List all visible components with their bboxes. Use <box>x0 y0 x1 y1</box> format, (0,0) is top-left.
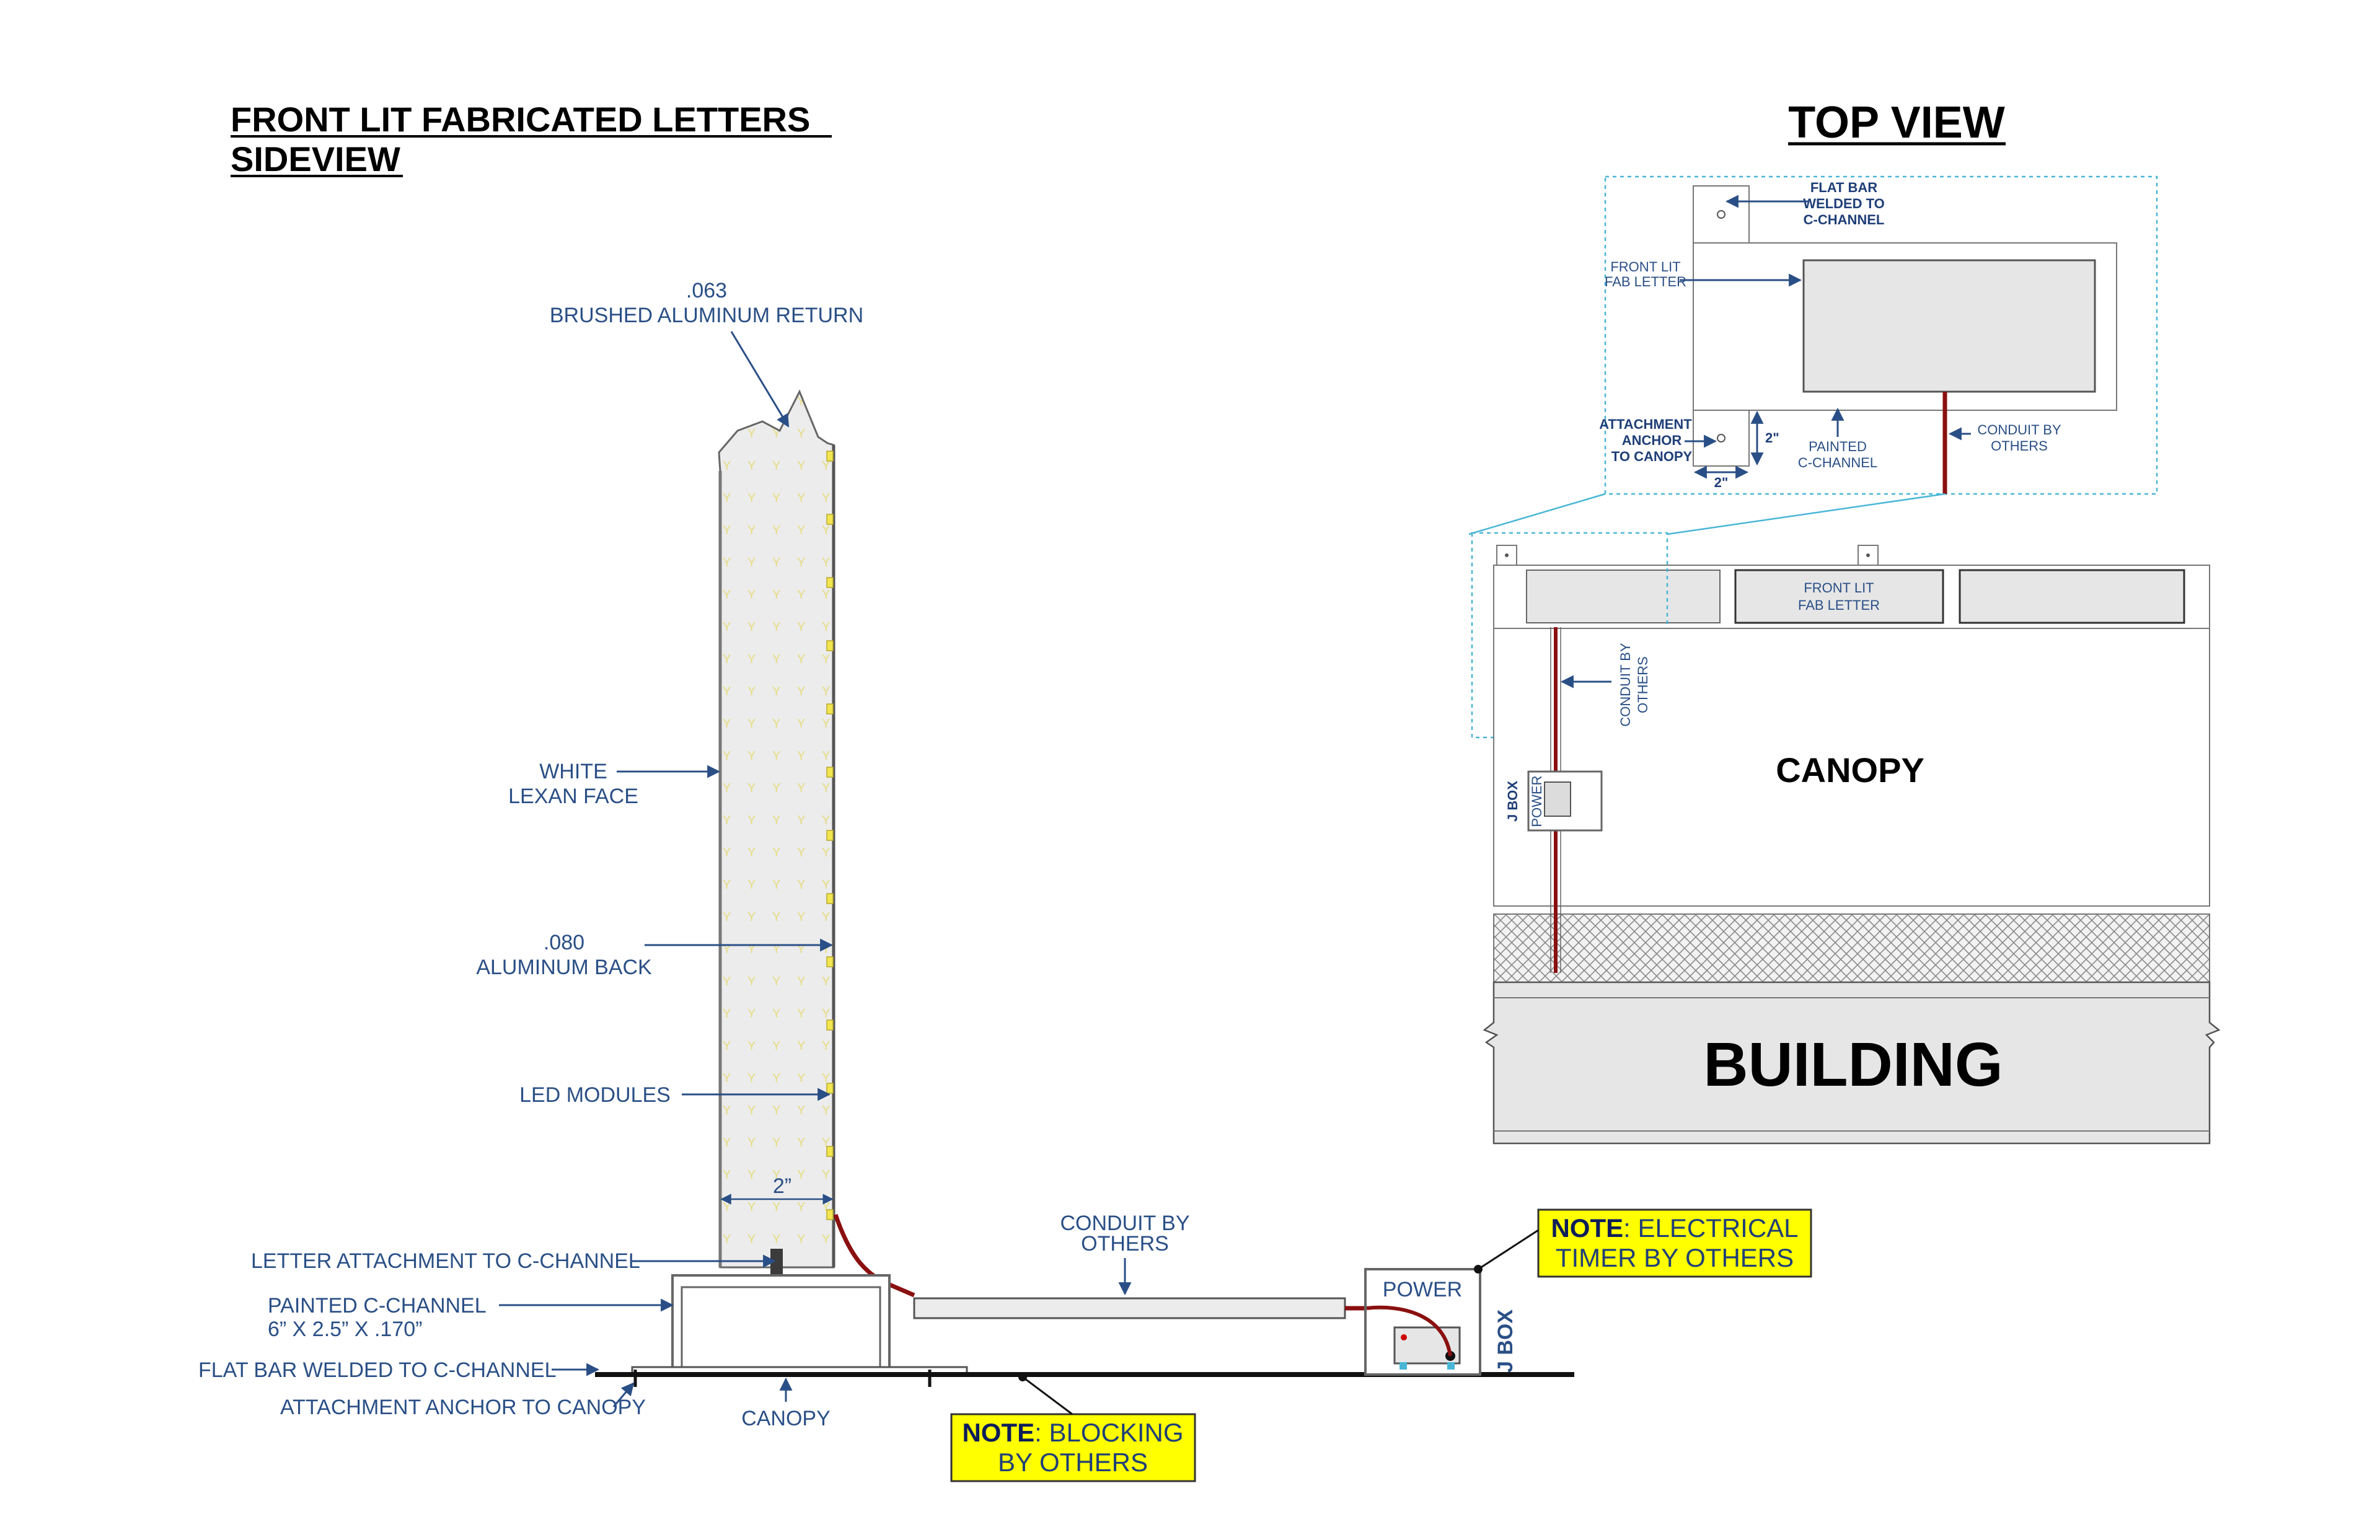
svg-text:NOTE: ELECTRICAL: NOTE: ELECTRICAL <box>1551 1213 1798 1243</box>
detail-painted-1: PAINTED <box>1809 439 1867 454</box>
face-label-2: LEXAN FACE <box>508 785 638 808</box>
detail-conduit-1: CONDUIT BY <box>1977 422 2061 438</box>
side-view-title: FRONT LIT FABRICATED LETTERS SIDEVIEW <box>231 100 832 178</box>
anchor-label: ATTACHMENT ANCHOR TO CANOPY <box>280 1396 646 1419</box>
flatbar-label: FLAT BAR WELDED TO C-CHANNEL <box>198 1358 557 1382</box>
plan-frontlit-1: FRONT LIT <box>1804 580 1874 596</box>
jbox-power-label: POWER <box>1383 1278 1462 1301</box>
side-view-title-line1: FRONT LIT FABRICATED LETTERS <box>231 100 810 139</box>
detail-conduit-2: OTHERS <box>1991 438 2048 454</box>
note-electrical-timer: NOTE: ELECTRICAL TIMER BY OTHERS <box>1474 1208 1812 1278</box>
conduit-pipe <box>913 1297 1346 1319</box>
detail-anchor-3: TO CANOPY <box>1611 449 1693 464</box>
face-label-1: WHITE <box>539 760 607 783</box>
letter-section: 2” <box>718 389 915 1334</box>
note-blocking-bold: NOTE <box>962 1418 1034 1447</box>
plan-conduit-2: OTHERS <box>1635 656 1651 713</box>
conduit-label-1: CONDUIT BY <box>1060 1212 1189 1235</box>
conduit-label-2: OTHERS <box>1081 1232 1169 1256</box>
top-view-title: TOP VIEW <box>1788 98 2004 147</box>
letter-return <box>718 389 835 1269</box>
jbox-label: J BOX <box>1494 1309 1517 1373</box>
jbox-side: POWER J BOX <box>1364 1268 1517 1376</box>
top-view-detail: FLAT BAR WELDED TO C-CHANNEL FRONT LIT F… <box>1599 175 2158 495</box>
side-view-title-line2: SIDEVIEW <box>231 139 400 178</box>
detail-flatbar-1: FLAT BAR <box>1810 180 1877 195</box>
plan-letter-right <box>1959 569 2185 624</box>
detail-painted-2: C-CHANNEL <box>1798 455 1877 470</box>
note-blocking: NOTE: BLOCKING BY OTHERS <box>950 1373 1196 1482</box>
note-blocking-line2: BY OTHERS <box>998 1448 1148 1477</box>
plan-canopy <box>1493 628 2210 907</box>
detail-anchor-2: ANCHOR <box>1622 433 1682 448</box>
depth-dimension: 2” <box>773 1174 791 1198</box>
detail-dim-horizontal: 2" <box>1714 475 1729 490</box>
back-label-1: .080 <box>544 931 584 954</box>
plan-building <box>1483 981 2221 1145</box>
plan-frontlit-2: FAB LETTER <box>1798 597 1880 613</box>
attachment-label: LETTER ATTACHMENT TO C-CHANNEL <box>251 1249 640 1273</box>
cchannel-label-1: PAINTED C-CHANNEL <box>268 1294 487 1318</box>
plan-blocking <box>1493 913 2210 983</box>
plan-jbox-label: J BOX <box>1505 781 1520 822</box>
canopy-side-label: CANOPY <box>741 1407 831 1430</box>
detail-fab-letter <box>1802 259 2096 393</box>
detail-frontlit-2: FAB LETTER <box>1605 274 1686 289</box>
note-blocking-line1: : BLOCKING <box>1034 1418 1183 1447</box>
plan-conduit-1: CONDUIT BY <box>1618 643 1633 727</box>
side-view-labels: .063 BRUSHED ALUMINUM RETURN WHITE LEXAN… <box>198 279 1190 1430</box>
detail-dim-vertical: 2" <box>1765 430 1779 446</box>
note-timer-bold: NOTE <box>1551 1213 1623 1243</box>
note-timer-line1: : ELECTRICAL <box>1623 1213 1798 1243</box>
detail-flatbar-2: WELDED TO <box>1803 196 1885 211</box>
note-timer-line2: TIMER BY OTHERS <box>1556 1243 1794 1272</box>
svg-text:NOTE: BLOCKING: NOTE: BLOCKING <box>962 1418 1183 1447</box>
led-modules <box>826 451 834 1220</box>
detail-anchor-1: ATTACHMENT <box>1599 416 1692 432</box>
detail-frontlit-1: FRONT LIT <box>1610 259 1680 275</box>
plan-letter-left <box>1526 570 1721 623</box>
detail-flatbar-3: C-CHANNEL <box>1804 212 1885 227</box>
plan-canopy-label: CANOPY <box>1776 750 1924 790</box>
plan-power-label: POWER <box>1529 775 1545 827</box>
plan-letter-center <box>1734 569 1944 624</box>
top-view-plan: FRONT LIT FAB LETTER CANOPY CONDUIT BY O… <box>1471 532 2221 1145</box>
plan-building-label: BUILDING <box>1703 1030 2003 1099</box>
return-label-1: .063 <box>686 279 727 302</box>
c-channel <box>631 1274 968 1377</box>
back-label-2: ALUMINUM BACK <box>476 956 652 979</box>
return-label-2: BRUSHED ALUMINUM RETURN <box>550 304 863 327</box>
cchannel-label-2: 6” X 2.5” X .170” <box>268 1318 422 1341</box>
led-label: LED MODULES <box>519 1083 671 1107</box>
